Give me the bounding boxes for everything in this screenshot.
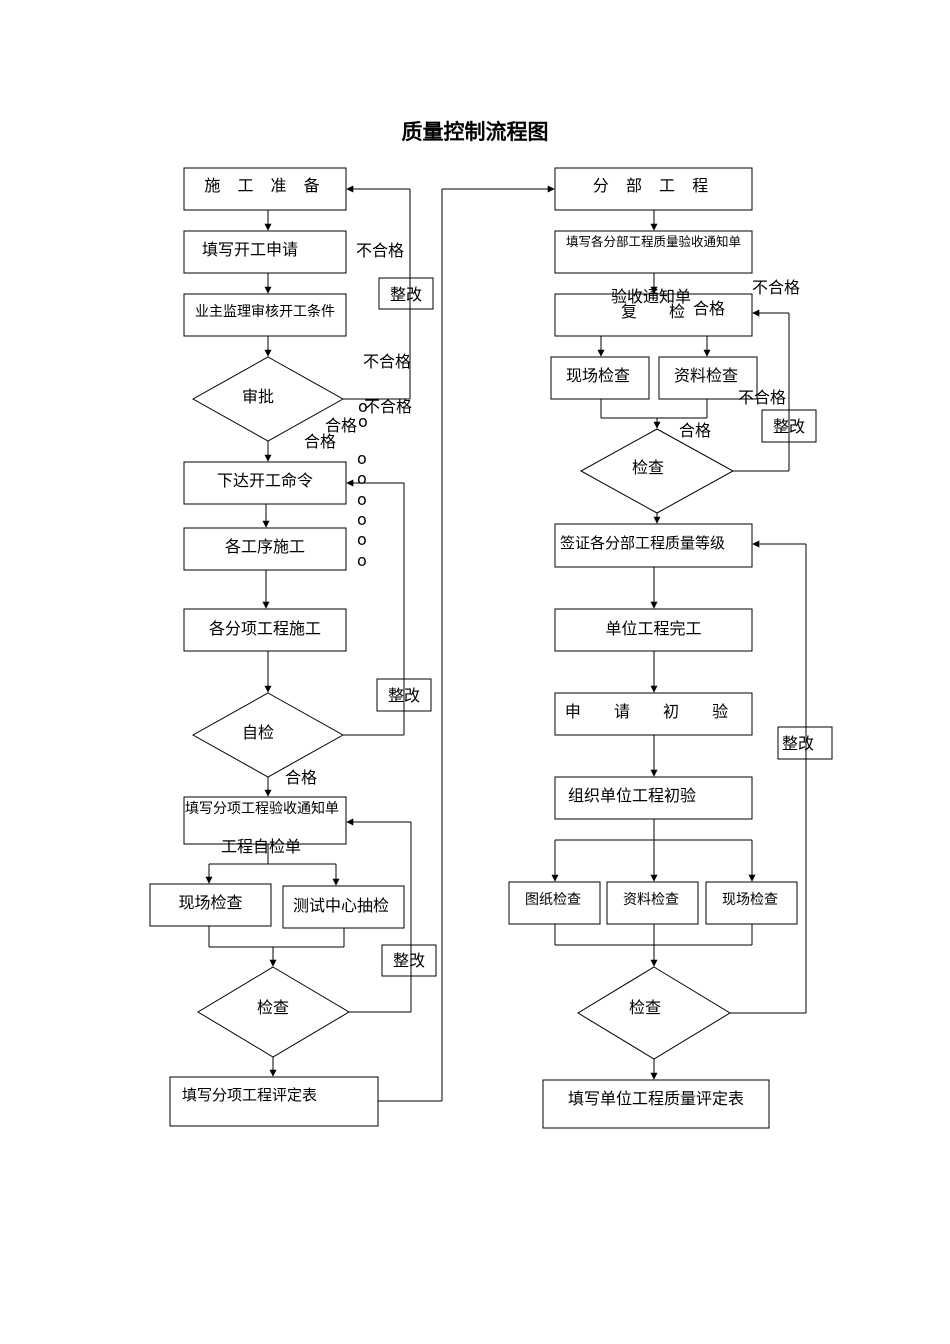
order-label: 下达开工命令 (216, 471, 313, 490)
o-mark-4: o (357, 490, 367, 509)
pass-label-r2: 合格 (679, 421, 712, 440)
test-center-label: 测试中心抽检 (293, 896, 390, 915)
box-site-check-r (550, 356, 650, 400)
box-site-check (149, 883, 272, 927)
o-mark-6: o (357, 530, 367, 549)
pass-label-r1: 合格 (693, 299, 726, 318)
check-label: 检查 (256, 998, 289, 1017)
o-mark-1: o (358, 412, 368, 431)
recheck-b-label: 检 (669, 302, 686, 321)
check2-label: 检查 (628, 998, 661, 1017)
process-label: 各工序施工 (224, 537, 305, 556)
sign-label: 签证各分部工程质量等级 (559, 534, 725, 552)
fix-label-1: 整改 (389, 285, 422, 304)
site-check-r-label: 现场检查 (565, 366, 630, 385)
fill-notice-r-label: 填写各分部工程质量验收通知单 (565, 234, 741, 249)
fix-label-r2: 整改 (781, 734, 814, 753)
doc-check2-label: 资料检查 (623, 892, 679, 908)
fix-label-r1: 整改 (772, 417, 805, 436)
box-prep (183, 167, 347, 211)
site-check2-label: 现场检查 (722, 892, 778, 908)
fill-notice-label: 填写分项工程验收通知单 (185, 801, 339, 817)
organize-label: 组织单位工程初验 (568, 786, 697, 805)
fix-box-3 (381, 944, 437, 977)
drawing-check-label: 图纸检查 (525, 892, 581, 908)
selfcheck-label: 自检 (241, 723, 274, 742)
o-mark-5: o (357, 510, 367, 529)
site-check-label: 现场检查 (178, 893, 243, 912)
eval-form-label: 填写分项工程评定表 (182, 1086, 318, 1104)
o-mark-0: o (358, 397, 368, 416)
box-process (183, 527, 347, 571)
unit-eval-label: 填写单位工程质量评定表 (567, 1089, 744, 1108)
box-order (183, 461, 347, 505)
fix-label-3: 整改 (392, 951, 425, 970)
check-r-label: 检查 (631, 458, 664, 477)
doc-check-r-label: 资料检查 (673, 366, 738, 385)
fail-label-1: 不合格 (356, 241, 405, 260)
o-mark-7: o (357, 551, 367, 570)
sub-item-label: 各分项工程施工 (208, 619, 321, 638)
recheck-a-label: 复 (621, 302, 638, 321)
box-fill-notice (183, 796, 347, 845)
o-mark-2: o (357, 449, 367, 468)
box-doc-check-r (658, 356, 758, 400)
pass-label-2: 合格 (304, 432, 337, 451)
box-unit-eval (542, 1079, 770, 1129)
box-doc-check2 (606, 881, 699, 925)
division-label: 分 部 工 程 (592, 176, 715, 195)
page-title: 质量控制流程图 (401, 120, 549, 144)
fail-label-r2: 不合格 (738, 388, 787, 407)
approve-label: 审批 (241, 387, 274, 406)
fix-label-2: 整改 (387, 686, 420, 705)
fail-label-3: 不合格 (364, 397, 413, 416)
notice-overlap-label: 验收通知单 (611, 287, 692, 306)
review-label: 业主监理审核开工条件 (195, 304, 335, 320)
box-review (183, 293, 347, 337)
fail-label-2: 不合格 (363, 352, 412, 371)
prep-label: 施 工 准 备 (204, 176, 326, 195)
fix-box-5 (777, 726, 833, 760)
apply-label: 填写开工申请 (201, 240, 298, 259)
o-mark-3: o (357, 469, 367, 488)
box-sub-item (183, 608, 347, 652)
unit-done-label: 单位工程完工 (605, 619, 702, 638)
apply-initial-label: 申 请 初 验 (564, 702, 743, 721)
self-sheet-label: 工程自检单 (221, 837, 302, 856)
pass-label-1: 合格 (325, 416, 358, 435)
fail-label-r1: 不合格 (752, 278, 801, 297)
fix-box-1 (378, 277, 434, 310)
box-apply (183, 230, 347, 274)
pass-label-3: 合格 (285, 768, 318, 787)
box-recheck (554, 293, 753, 337)
